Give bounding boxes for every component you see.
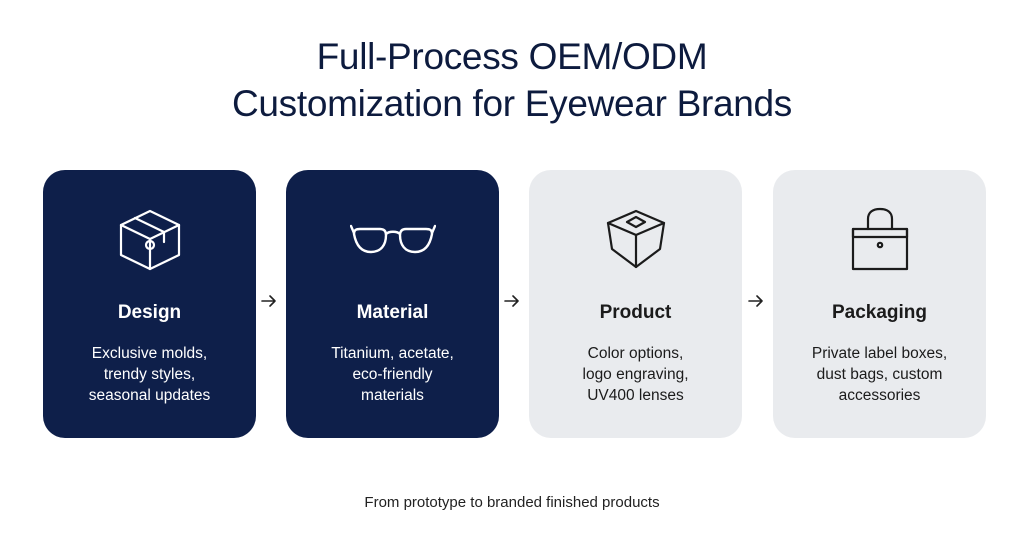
step-description: Titanium, acetate, eco-friendly material… <box>286 343 499 406</box>
step-heading: Material <box>356 302 429 323</box>
step-description-line: Exclusive molds, <box>91 345 208 362</box>
step-description-line: trendy styles, <box>103 366 196 383</box>
shopping-bag-icon <box>773 200 986 280</box>
step-description-line: eco-friendly <box>352 366 433 383</box>
glasses-icon <box>286 200 499 280</box>
step-description-line: materials <box>361 387 424 404</box>
step-description-line: dust bags, custom <box>816 366 943 383</box>
arrow-right-icon <box>748 295 763 307</box>
step-description-line: seasonal updates <box>88 387 211 404</box>
step-description: Color options, logo engraving, UV400 len… <box>529 343 742 406</box>
step-description-line: UV400 lenses <box>587 387 684 404</box>
step-description: Private label boxes, dust bags, custom a… <box>773 343 986 406</box>
arrow-right-icon <box>504 295 519 307</box>
footer-caption: From prototype to branded finished produ… <box>364 494 660 511</box>
step-description-line: Titanium, acetate, <box>331 345 454 362</box>
step-card-material: Material Titanium, acetate, eco-friendly… <box>286 170 499 438</box>
arrow-right-icon <box>261 295 276 307</box>
page-title-line-2: Customization for Eyewear Brands <box>231 83 793 124</box>
step-description: Exclusive molds, trendy styles, seasonal… <box>43 343 256 406</box>
step-heading: Product <box>599 302 672 323</box>
step-card-packaging: Packaging Private label boxes, dust bags… <box>773 170 986 438</box>
step-description-line: logo engraving, <box>582 366 689 383</box>
step-description-line: Private label boxes, <box>811 345 948 362</box>
cube-icon <box>43 200 256 280</box>
step-card-product: Product Color options, logo engraving, U… <box>529 170 742 438</box>
open-box-icon <box>529 200 742 280</box>
step-description-line: Color options, <box>587 345 684 362</box>
page-title-line-1: Full-Process OEM/ODM <box>316 36 708 77</box>
step-description-line: accessories <box>838 387 921 404</box>
step-heading: Design <box>117 302 182 323</box>
step-card-design: Design Exclusive molds, trendy styles, s… <box>43 170 256 438</box>
step-heading: Packaging <box>831 302 928 323</box>
